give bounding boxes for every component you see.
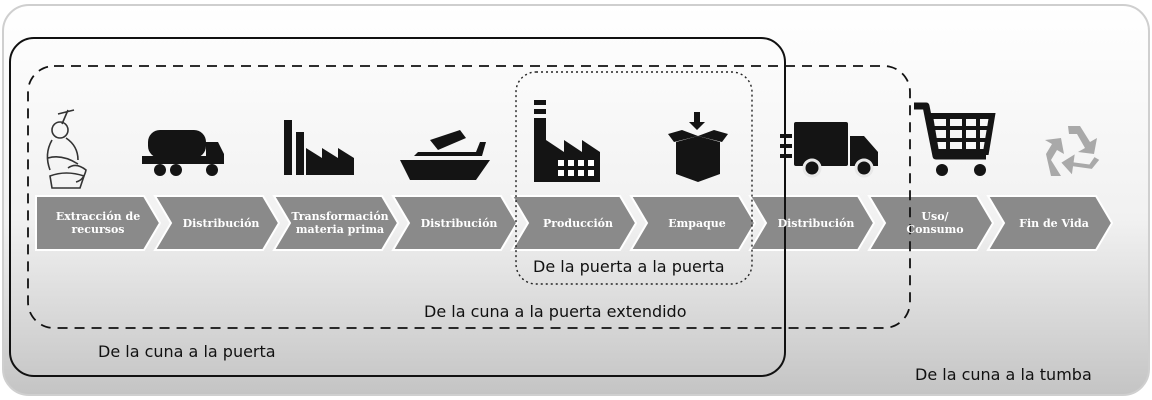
ship-icon [400,130,490,180]
process-step-arrow [272,195,400,251]
cradle-to-gate-label: De la cuna a la puerta [98,342,276,361]
process-step-label: Empaque [668,216,726,230]
package-box-icon [668,112,728,182]
cradle-to-gate-box [9,37,786,377]
gate-to-gate-label: De la puerta a la puerta [533,257,725,276]
process-step-arrow [391,195,519,251]
factory-icon [284,120,354,175]
process-step-label: Uso/Consumo [906,210,964,236]
process-step-arrow [510,195,638,251]
process-step-label: Distribución [420,216,498,230]
process-step-label: Distribución [182,216,260,230]
process-step-arrow [629,195,757,251]
delivery-truck-icon [780,122,878,178]
recycle-icon [1045,126,1100,176]
shopping-cart-icon [914,102,996,176]
process-step-arrow [153,195,281,251]
cradle-to-gate-extended-label: De la cuna a la puerta extendido [424,302,687,321]
factory-building-icon [534,100,600,182]
process-step-label: Producción [542,216,613,230]
process-step-arrow [748,195,876,251]
tanker-truck-icon [142,130,224,176]
cradle-to-grave-label: De la cuna a la tumba [915,365,1092,384]
process-step-arrow [35,195,162,251]
cradle-to-gate-extended-box [27,65,911,329]
process-step-arrow [867,195,995,251]
process-step-arrow [986,195,1114,251]
mining-worker-icon [46,109,87,189]
process-step-label: Distribución [777,216,855,230]
process-arrows [35,195,1114,251]
process-step-label: Fin de Vida [1019,216,1089,230]
